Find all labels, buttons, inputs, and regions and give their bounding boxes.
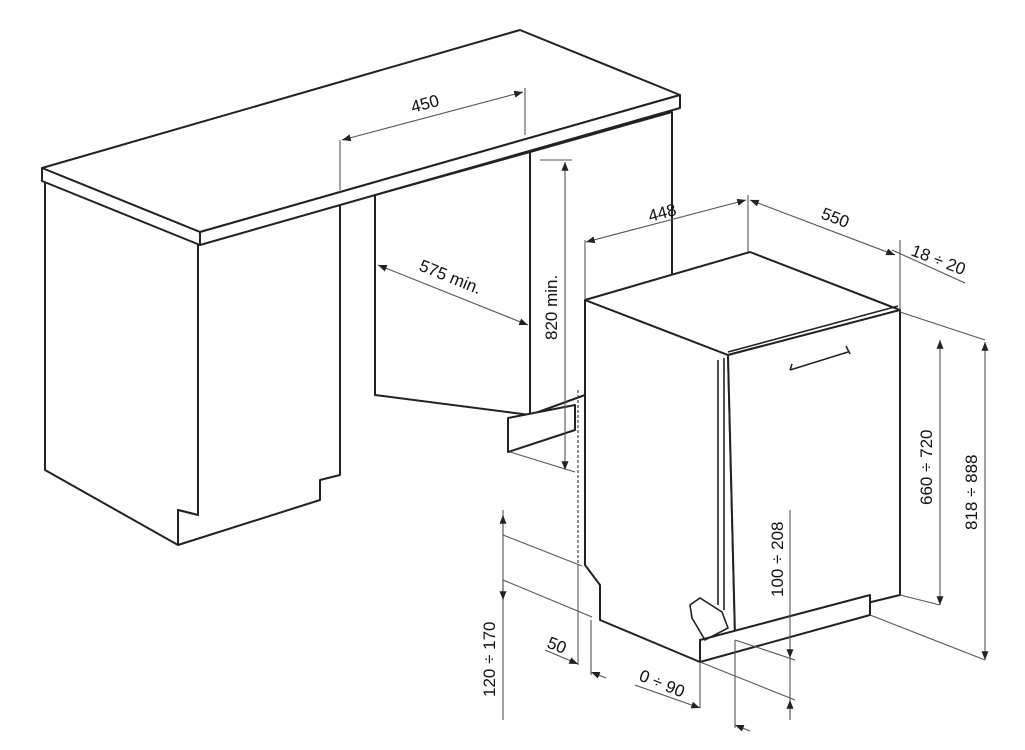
label-plinth-offset-height: 100 ÷ 208 [768, 521, 787, 597]
label-plinth-height: 120 ÷ 170 [480, 621, 499, 697]
label-door-panel-height: 660 ÷ 720 [917, 429, 936, 505]
dimension-lines [339, 88, 989, 732]
label-niche-height: 820 min. [542, 275, 561, 340]
left-cabinet [44, 179, 341, 546]
label-appliance-height: 818 ÷ 888 [962, 454, 981, 530]
label-plinth-depth: 0 ÷ 90 [637, 666, 688, 701]
dishwasher [584, 251, 901, 663]
door-handle-icon [789, 345, 851, 371]
label-door-panel-thickness: 18 ÷ 20 [909, 241, 969, 279]
dimension-labels: 450 575 min. 820 min. 448 550 18 ÷ 20 66… [409, 91, 981, 701]
label-plinth-setback: 50 [545, 633, 570, 658]
